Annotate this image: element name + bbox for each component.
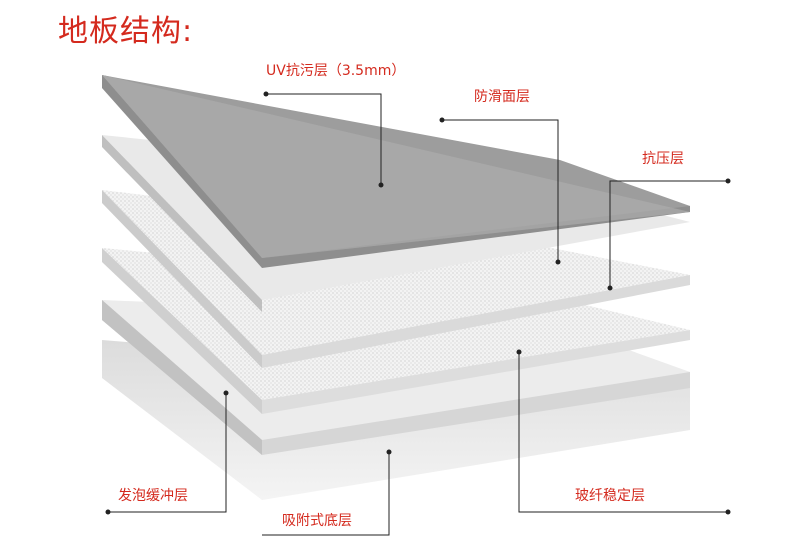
dot-foam-a <box>223 390 229 396</box>
label-anti-slip-layer: 防滑面层 <box>474 89 530 105</box>
dot-anti-slip-b <box>555 259 561 265</box>
dot-foam-b <box>105 509 111 515</box>
dot-pressure-b <box>607 285 613 291</box>
uv-layer <box>102 75 690 258</box>
label-adsorb-layer: 吸附式底层 <box>282 513 352 529</box>
uv-layer-top <box>102 75 690 258</box>
leader-fiberglass <box>518 352 728 513</box>
label-fiberglass-layer: 玻纤稳定层 <box>575 488 645 504</box>
label-uv-layer: UV抗污层（3.5mm） <box>266 63 406 79</box>
dot-uv-a <box>263 91 269 97</box>
leader-anti-slip <box>442 119 559 262</box>
leader-adsorb <box>262 452 390 536</box>
fiberglass-layer-edge <box>102 190 262 368</box>
leader-foam <box>108 393 227 513</box>
dot-fiberglass-a <box>516 349 522 355</box>
page-title: 地板结构: <box>58 14 194 49</box>
dot-adsorb-a <box>386 449 392 455</box>
adsorb-layer-edge <box>102 300 262 455</box>
dot-pressure-a <box>725 178 731 184</box>
label-foam-layer: 发泡缓冲层 <box>118 488 188 504</box>
leader-uv <box>266 93 382 185</box>
dot-uv-b <box>378 182 384 188</box>
pressure-layer-edge <box>102 135 262 312</box>
dot-anti-slip-a <box>439 117 445 123</box>
foam-layer-front <box>262 330 690 414</box>
foam-layer-edge <box>102 248 262 414</box>
label-pressure-layer: 抗压层 <box>642 151 684 167</box>
dot-fiberglass-b <box>725 509 731 515</box>
fiberglass-layer-front <box>262 275 690 368</box>
leader-pressure <box>609 180 728 288</box>
